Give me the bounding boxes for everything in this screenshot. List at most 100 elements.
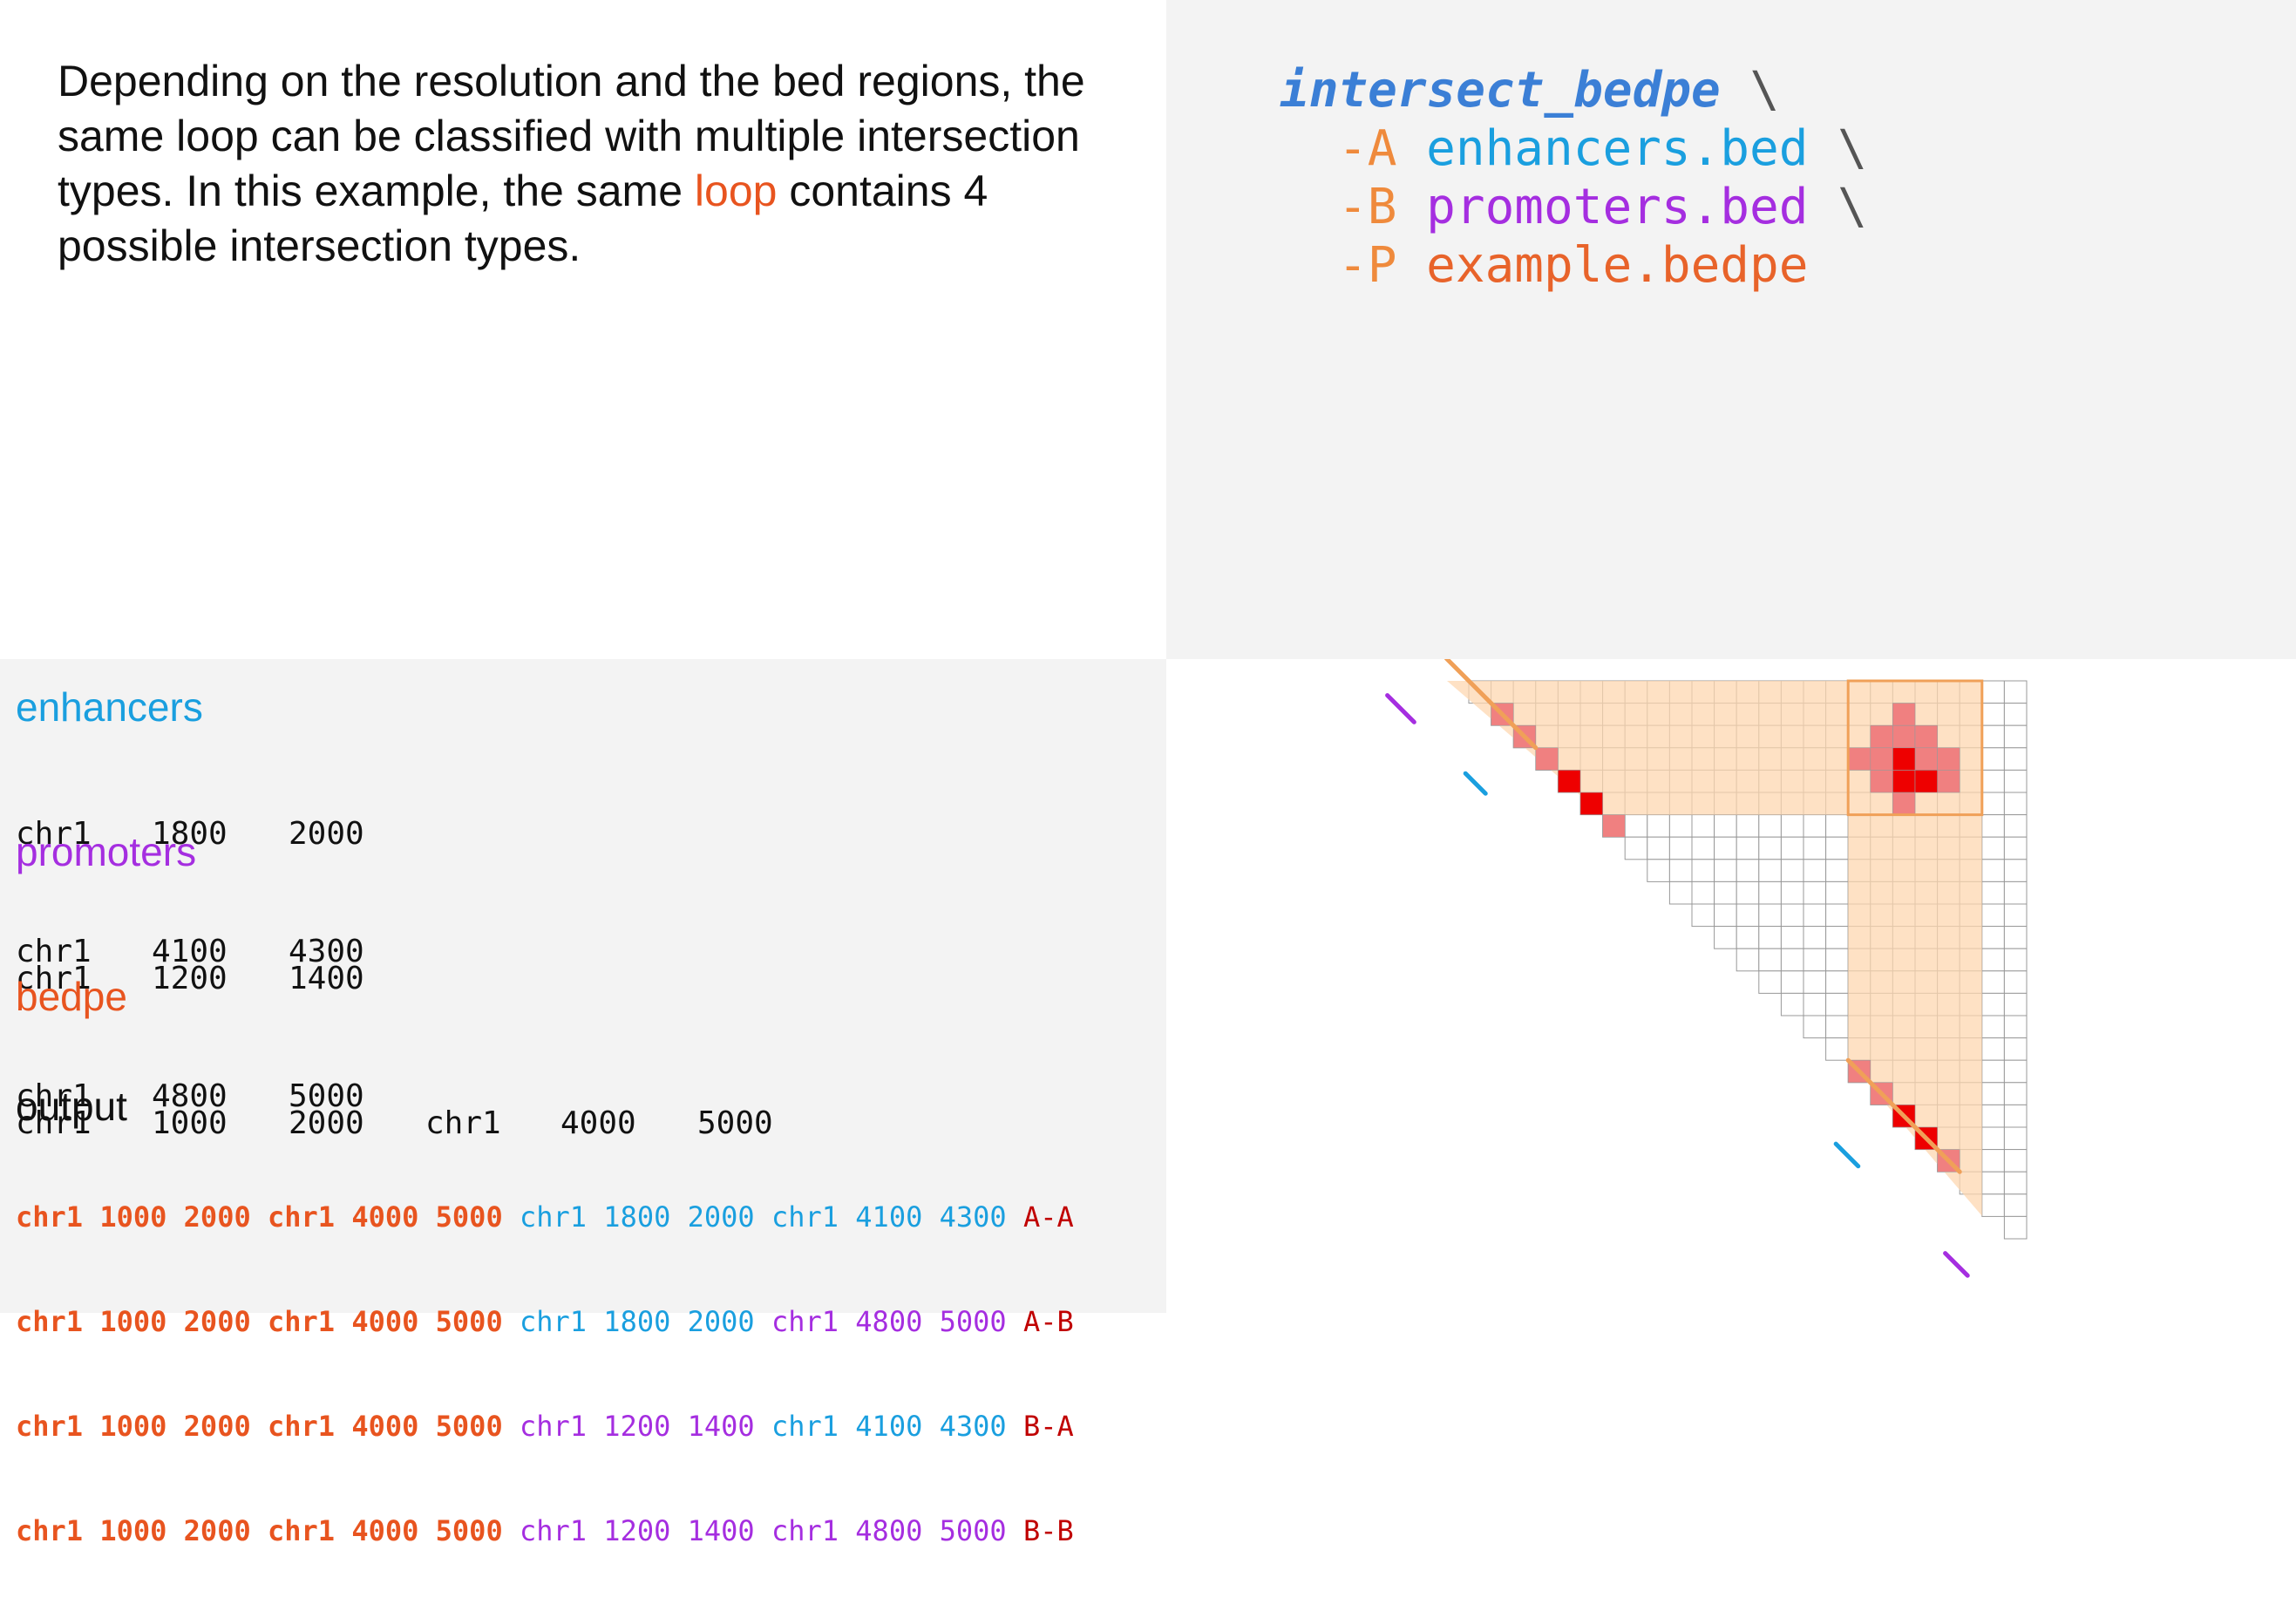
grid-cell xyxy=(1825,992,1849,1016)
grid-cell xyxy=(1624,836,1648,860)
grid-cell xyxy=(1647,814,1670,838)
grid-cell xyxy=(1981,703,2005,726)
grid-cell xyxy=(1714,814,1737,838)
output-row: chr1 1000 2000 chr1 4000 5000 chr1 1200 … xyxy=(16,1514,1074,1547)
bedpe-title: bedpe xyxy=(16,974,127,1019)
command-block: intersect_bedpe \-A enhancers.bed \-B pr… xyxy=(1280,61,1867,295)
grid-cell xyxy=(1981,792,2005,816)
weak-contact-cell xyxy=(1937,770,1960,793)
grid-cell xyxy=(1668,880,1693,905)
description-loop-highlight: loop xyxy=(694,167,778,215)
grid-cell xyxy=(2003,859,2028,882)
grid-cell xyxy=(1981,1104,2005,1128)
promoter-marker xyxy=(1385,693,1416,724)
grid-cell xyxy=(2003,1149,2028,1173)
command-panel: intersect_bedpe \-A enhancers.bed \-B pr… xyxy=(1166,0,2296,659)
grid-cell xyxy=(2003,680,2028,704)
grid-cell xyxy=(1736,859,1760,882)
grid-cell xyxy=(1736,814,1760,838)
grid-cell xyxy=(1825,948,1849,972)
contact-map-panel xyxy=(1166,659,2296,1313)
grid-cell xyxy=(1981,880,2005,905)
output-row: chr1 1000 2000 chr1 4000 5000 chr1 1800 … xyxy=(16,1200,1074,1234)
description-text: Depending on the resolution and the bed … xyxy=(58,54,1138,274)
grid-cell xyxy=(1647,859,1670,882)
grid-cell xyxy=(1780,926,1804,949)
grid-cell xyxy=(1981,859,2005,882)
grid-cell xyxy=(1758,836,1782,860)
grid-cell xyxy=(1780,836,1804,860)
strong-contact-cell xyxy=(1892,770,1916,793)
grid-cell xyxy=(1981,724,2005,749)
strong-contact-cell xyxy=(1558,770,1581,793)
grid-cell xyxy=(1780,992,1804,1016)
grid-cell xyxy=(1758,970,1782,994)
grid-cell xyxy=(1780,948,1804,972)
grid-cell xyxy=(1758,859,1782,882)
weak-contact-cell xyxy=(1870,747,1893,771)
grid-cell xyxy=(1981,970,2005,994)
grid-cell xyxy=(1981,1171,2005,1195)
grid-cell xyxy=(2003,880,2028,905)
grid-cell xyxy=(1691,903,1715,928)
strong-contact-cell xyxy=(1579,792,1603,815)
grid-cell xyxy=(1691,814,1715,838)
grid-cell xyxy=(1825,859,1849,882)
grid-cell xyxy=(1668,814,1693,838)
flag-a: -A xyxy=(1338,120,1397,177)
grid-cell xyxy=(1981,903,2005,928)
grid-cell xyxy=(1981,1193,2005,1217)
grid-cell xyxy=(1803,859,1827,882)
grid-cell xyxy=(1691,859,1715,882)
grid-cell xyxy=(1780,970,1804,994)
description-after: contains 4 possible intersection types. xyxy=(58,167,988,270)
grid-cell xyxy=(1780,814,1804,838)
promoters-title: promoters xyxy=(16,829,197,874)
weak-contact-cell xyxy=(1892,792,1916,815)
file-bedpe: example.bedpe xyxy=(1426,237,1809,294)
output-row: chr1 1000 2000 chr1 4000 5000 chr1 1800 … xyxy=(16,1305,1074,1338)
grid-cell xyxy=(1736,880,1760,905)
command-name: intersect_bedpe xyxy=(1280,62,1721,119)
promoter-marker xyxy=(1943,1251,1970,1278)
weak-contact-cell xyxy=(1892,724,1916,749)
grid-cell xyxy=(1758,903,1782,928)
grid-cell xyxy=(1780,880,1804,905)
weak-contact-cell xyxy=(1535,747,1559,771)
grid-cell xyxy=(1714,859,1737,882)
weak-contact-cell xyxy=(1937,747,1960,771)
grid-cell xyxy=(1825,926,1849,949)
grid-cell xyxy=(1736,903,1760,928)
line-continuation: \ xyxy=(1837,120,1867,177)
grid-cell xyxy=(2003,1193,2028,1217)
grid-cell xyxy=(1825,814,1849,838)
grid-cell xyxy=(1803,926,1827,949)
line-continuation: \ xyxy=(1837,179,1867,235)
grid-cell xyxy=(1803,1015,1827,1039)
output-title: output xyxy=(16,1084,127,1129)
grid-cell xyxy=(2003,1037,2028,1061)
grid-cell xyxy=(2003,970,2028,994)
grid-cell xyxy=(1981,1082,2005,1105)
grid-cell xyxy=(1981,769,2005,793)
weak-contact-cell xyxy=(1914,724,1938,749)
enhancers-title: enhancers xyxy=(16,684,203,730)
grid-cell xyxy=(1803,836,1827,860)
flag-b: -B xyxy=(1338,179,1397,235)
grid-cell xyxy=(1691,836,1715,860)
grid-cell xyxy=(1714,903,1737,928)
grid-cell xyxy=(1981,948,2005,972)
bedpe-anchor2-line xyxy=(1845,1057,1962,1174)
grid-cell xyxy=(2003,903,2028,928)
grid-cell xyxy=(1691,880,1715,905)
grid-cell xyxy=(1825,836,1849,860)
grid-cell xyxy=(2003,703,2028,726)
grid-cell xyxy=(2003,1171,2028,1195)
weak-contact-cell xyxy=(1892,703,1916,726)
